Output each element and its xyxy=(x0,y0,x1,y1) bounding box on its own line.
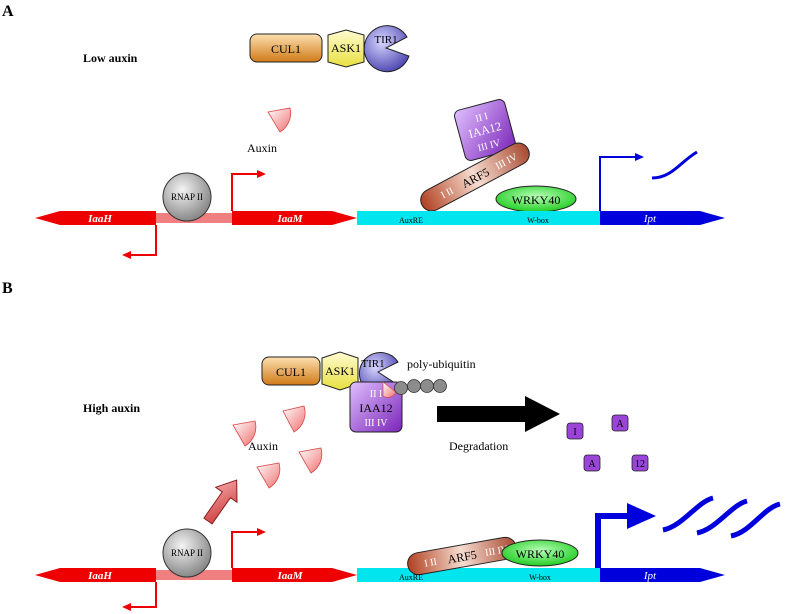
auxin-synthesis-arrow xyxy=(203,479,238,525)
iaa12-domains-top: II I xyxy=(370,389,383,400)
panel-letter: A xyxy=(2,3,14,20)
panel-letter: B xyxy=(2,280,13,297)
auxin-label: Auxin xyxy=(248,439,278,453)
iaa12-domains-top: II I xyxy=(474,111,489,125)
iaah-promoter-arrow xyxy=(130,225,157,256)
ask1-label: ASK1 xyxy=(331,41,361,55)
ipt-promoter-arrow xyxy=(595,513,630,568)
wrky40-label: WRKY40 xyxy=(516,547,565,561)
iaa12-fragments: I A A 12 xyxy=(566,414,649,472)
ipt-label: Ipt xyxy=(643,213,657,225)
iaam-gene xyxy=(232,211,357,225)
auxin-molecules xyxy=(232,405,323,489)
auxin-label: Auxin xyxy=(247,141,277,155)
panel-b: B High auxin CUL1 ASK1 TIR1 II I IAA12 I… xyxy=(2,280,781,611)
ipt-gene xyxy=(600,211,725,225)
auxre-element: AuxRE xyxy=(399,216,423,225)
condition-label: Low auxin xyxy=(83,51,138,65)
wrky40-label: WRKY40 xyxy=(512,193,561,207)
iaam-label: IaaM xyxy=(276,213,303,225)
rnap-label: RNAP II xyxy=(171,548,203,558)
wbox-element: W-box xyxy=(529,573,551,582)
dna-track: IaaH IaaM Ipt xyxy=(35,568,725,582)
iaam-promoter-arrow xyxy=(231,173,258,211)
auxre-element: AuxRE xyxy=(399,573,423,582)
rnap-label: RNAP II xyxy=(171,192,203,202)
cul1-label: CUL1 xyxy=(276,365,306,379)
dna-track: IaaH IaaM AuxRE W-box Ipt xyxy=(35,211,725,225)
condition-label: High auxin xyxy=(83,401,140,415)
iaah-label: IaaH xyxy=(87,570,112,582)
cul1-protein xyxy=(249,33,323,63)
arf5-label: ARF5 xyxy=(447,548,478,567)
fragment xyxy=(566,422,584,440)
fragment xyxy=(631,454,649,472)
cul1-label: CUL1 xyxy=(271,42,301,56)
poly-ubiquitin-chain xyxy=(394,379,447,395)
fragment-label: A xyxy=(616,419,624,430)
degradation-arrow xyxy=(437,396,560,432)
iaa12-label: IAA12 xyxy=(359,401,392,415)
auxin-molecule xyxy=(267,107,291,133)
ipt-promoter xyxy=(357,211,600,225)
auxin-molecule xyxy=(282,405,306,433)
iaam-gene xyxy=(232,568,357,582)
iaa12-domains-bottom: III IV xyxy=(364,418,388,429)
auxin-molecule xyxy=(256,462,281,489)
ipt-transcript xyxy=(651,150,698,180)
iaah-gene xyxy=(35,211,156,225)
iaam-label: IaaM xyxy=(276,570,303,582)
arf5-factor: I II ARF5 III IV xyxy=(420,142,530,212)
poly-ubiquitin-label: poly-ubiquitin xyxy=(407,357,476,371)
ask1-label: ASK1 xyxy=(325,364,355,378)
wbox-element: W-box xyxy=(527,216,549,225)
arf5-domains-left: I II xyxy=(424,557,438,570)
panel-a: A Low auxin CUL1 ASK1 TIR1 Auxin II I IA… xyxy=(2,3,725,259)
ipt-promoter xyxy=(357,568,600,582)
auxin-molecule xyxy=(298,447,323,474)
iaa12-repressor: II I IAA12 III IV xyxy=(349,381,403,433)
scf-complex: CUL1 ASK1 TIR1 xyxy=(249,25,410,73)
fragment-label: A xyxy=(588,459,596,470)
iaah-gene xyxy=(35,568,156,582)
arf5-domains-left: I II xyxy=(439,186,455,202)
iaa12-repressor: II I IAA12 III IV xyxy=(454,99,516,161)
rnap-ii xyxy=(162,172,212,222)
ipt-promoter-arrow xyxy=(599,156,636,211)
ipt-gene xyxy=(600,568,725,582)
fragment-label: 12 xyxy=(635,459,645,470)
iaah-label: IaaH xyxy=(87,213,112,225)
ipt-transcripts xyxy=(662,495,781,539)
fragment xyxy=(583,454,601,472)
iaam-promoter-arrow xyxy=(231,531,258,568)
rnap-ii xyxy=(162,528,212,578)
auxin-molecule xyxy=(232,420,257,447)
degradation-label: Degradation xyxy=(449,439,508,453)
tir1-label: TIR1 xyxy=(361,358,384,370)
iaah-promoter-arrow xyxy=(130,582,157,608)
tir1-label: TIR1 xyxy=(374,34,397,46)
ask1-protein xyxy=(327,29,365,68)
fragment-label: I xyxy=(573,427,576,438)
ipt-label: Ipt xyxy=(643,570,657,582)
wrky40-factor xyxy=(501,539,579,567)
fragment xyxy=(611,414,629,432)
tir1-protein xyxy=(363,25,410,73)
cul1-protein xyxy=(261,356,321,386)
